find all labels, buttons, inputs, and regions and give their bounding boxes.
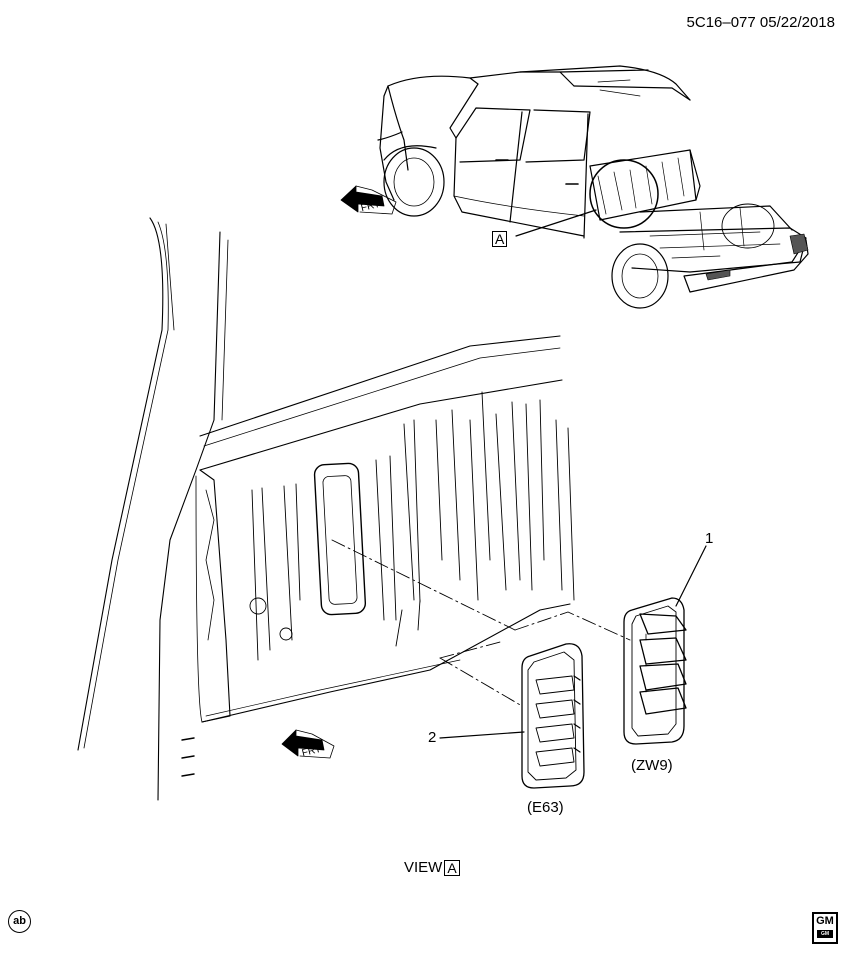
ab-circle-icon: ab — [8, 910, 31, 933]
bed-panel-view — [77, 217, 575, 801]
view-a-letter: A — [492, 231, 508, 247]
gm-logo-bar — [817, 930, 833, 938]
view-a-callout-box: A — [492, 231, 508, 249]
option-code-zw9: (ZW9) — [631, 757, 673, 774]
alignment-lines — [331, 539, 631, 707]
part-1-vent-zw9 — [623, 545, 707, 745]
option-code-e63: (E63) — [527, 799, 564, 816]
callout-number-1: 1 — [705, 530, 714, 547]
gm-logo-sub: GM — [820, 931, 830, 937]
truck-overview — [377, 65, 809, 309]
front-direction-arrow-icon — [281, 729, 335, 759]
callout-number-2: 2 — [428, 729, 437, 746]
part-2-vent-e63 — [439, 643, 585, 789]
reference-code: 5C16–077 05/22/2018 — [686, 14, 835, 31]
view-label-text: VIEW — [404, 859, 443, 877]
gm-logo-icon: GM GM — [812, 912, 838, 944]
gm-logo-text: GM — [816, 915, 834, 927]
front-direction-arrow-icon — [340, 185, 397, 215]
view-label-letter: A — [444, 860, 460, 877]
